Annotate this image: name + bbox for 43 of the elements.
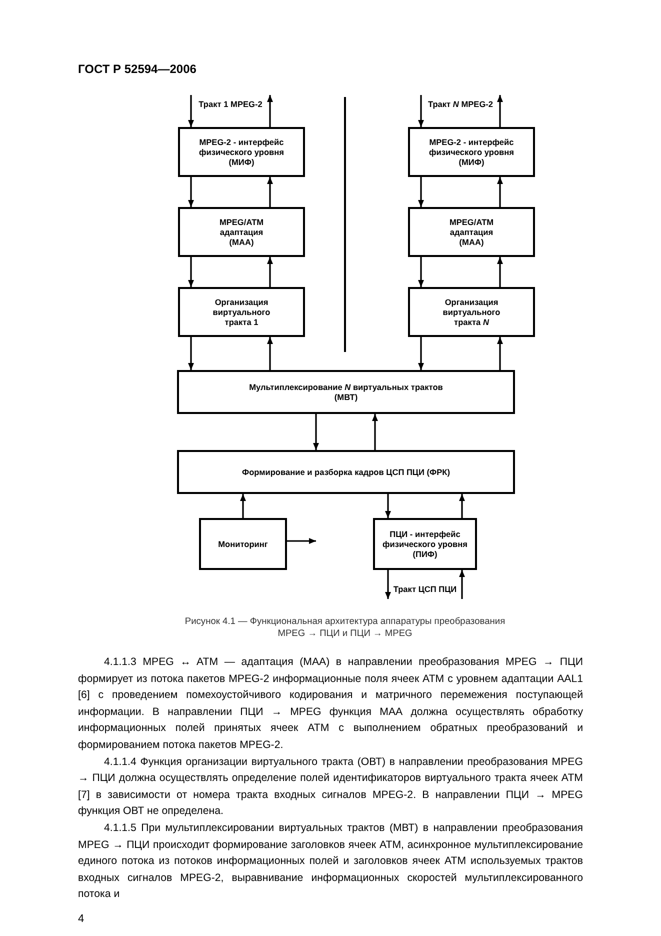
- arrow: [497, 177, 503, 207]
- arrow: [188, 177, 194, 207]
- process-box: Организация виртуального тракта 1: [178, 287, 305, 337]
- process-box: ПЦИ - интерфейс физического уровня (ПИФ): [373, 518, 477, 570]
- paragraph: 4.1.1.3 MPEG ↔ ATM — адаптация (МАА) в направлении преобразования MPEG → ПЦИ формирует из потока пакетов MPEG-2 информационные поля ячеек ATM с уровнем адаптации AAL1 [6] с проведением помехоустойчивого кодирования и матричного перемежения поступающей информации. В направлении ПЦИ → MPEG функция МАА должна осуществлять обработку информационных полей принятых ячеек ATM с выполнением обратных преобразований и формированием потока пакетов MPEG-2.: [78, 655, 583, 753]
- process-box: Мультиплексирование N виртуальных трактов (МВТ): [177, 370, 515, 414]
- arrow: [459, 570, 465, 599]
- arrow: [497, 337, 503, 370]
- signal-label: Тракт 1 MPEG-2: [192, 95, 269, 115]
- arrow: [385, 494, 391, 518]
- arrow: [372, 414, 378, 450]
- arrow: [418, 337, 424, 370]
- process-box: MPEG/ATM адаптация (МАА): [178, 207, 305, 257]
- signal-label: Тракт N MPEG-2: [422, 95, 499, 115]
- paragraph: 4.1.1.4 Функция организации виртуального тракта (ОВТ) в направлении преобразования MPEG → ПЦИ должна осуществлять определение полей идентификаторов виртуального тракта ячеек ATM [7] в зависимости от номера тракта входных сигналов MPEG-2. В направлении ПЦИ → MPEG функция ОВТ не определена.: [78, 754, 583, 820]
- arrow: [267, 95, 273, 127]
- arrow: [418, 95, 424, 127]
- process-box: Мониторинг: [199, 518, 287, 570]
- arrow: [267, 177, 273, 207]
- paragraph: 4.1.1.5 При мультиплексировании виртуальных трактов (МВТ) в направлении преобразования MPEG → ПЦИ происходит формирование заголовков ячеек ATM, асинхронное мультиплексирование единого потока из потоков информационных полей и заголовков ячеек ATM используемых трактов входных сигналов MPEG-2, выравнивание информационных скоростей мультиплексированного потока и: [78, 820, 583, 902]
- arrow: [188, 257, 194, 287]
- arrow: [497, 95, 503, 127]
- process-box: MPEG-2 - интерфейс физического уровня (МИФ): [408, 127, 535, 177]
- arrow: [418, 257, 424, 287]
- arrow: [418, 177, 424, 207]
- arrow: [188, 337, 194, 370]
- signal-label: Тракт ЦСП ПЦИ: [389, 580, 461, 599]
- figure-caption: Рисунок 4.1 — Функциональная архитектура аппаратуры преобразования MPEG → ПЦИ и ПЦИ → MPEG: [184, 615, 506, 639]
- arrow: [459, 494, 465, 518]
- process-box: Организация виртуального тракта N: [408, 287, 535, 337]
- arrow: [287, 538, 316, 544]
- arrow: [267, 257, 273, 287]
- page-number: 4: [78, 912, 84, 925]
- arrow: [240, 494, 246, 518]
- process-box: MPEG/ATM адаптация (МАА): [408, 207, 535, 257]
- process-box: Формирование и разборка кадров ЦСП ПЦИ (ФРК): [177, 450, 515, 494]
- arrow: [497, 257, 503, 287]
- process-box: MPEG-2 - интерфейс физического уровня (МИФ): [178, 127, 305, 177]
- arrow: [188, 95, 194, 127]
- arrow: [385, 570, 391, 599]
- header-text: ГОСТ Р 52594—2006: [78, 62, 196, 76]
- arrow: [267, 337, 273, 370]
- arrow: [313, 414, 319, 450]
